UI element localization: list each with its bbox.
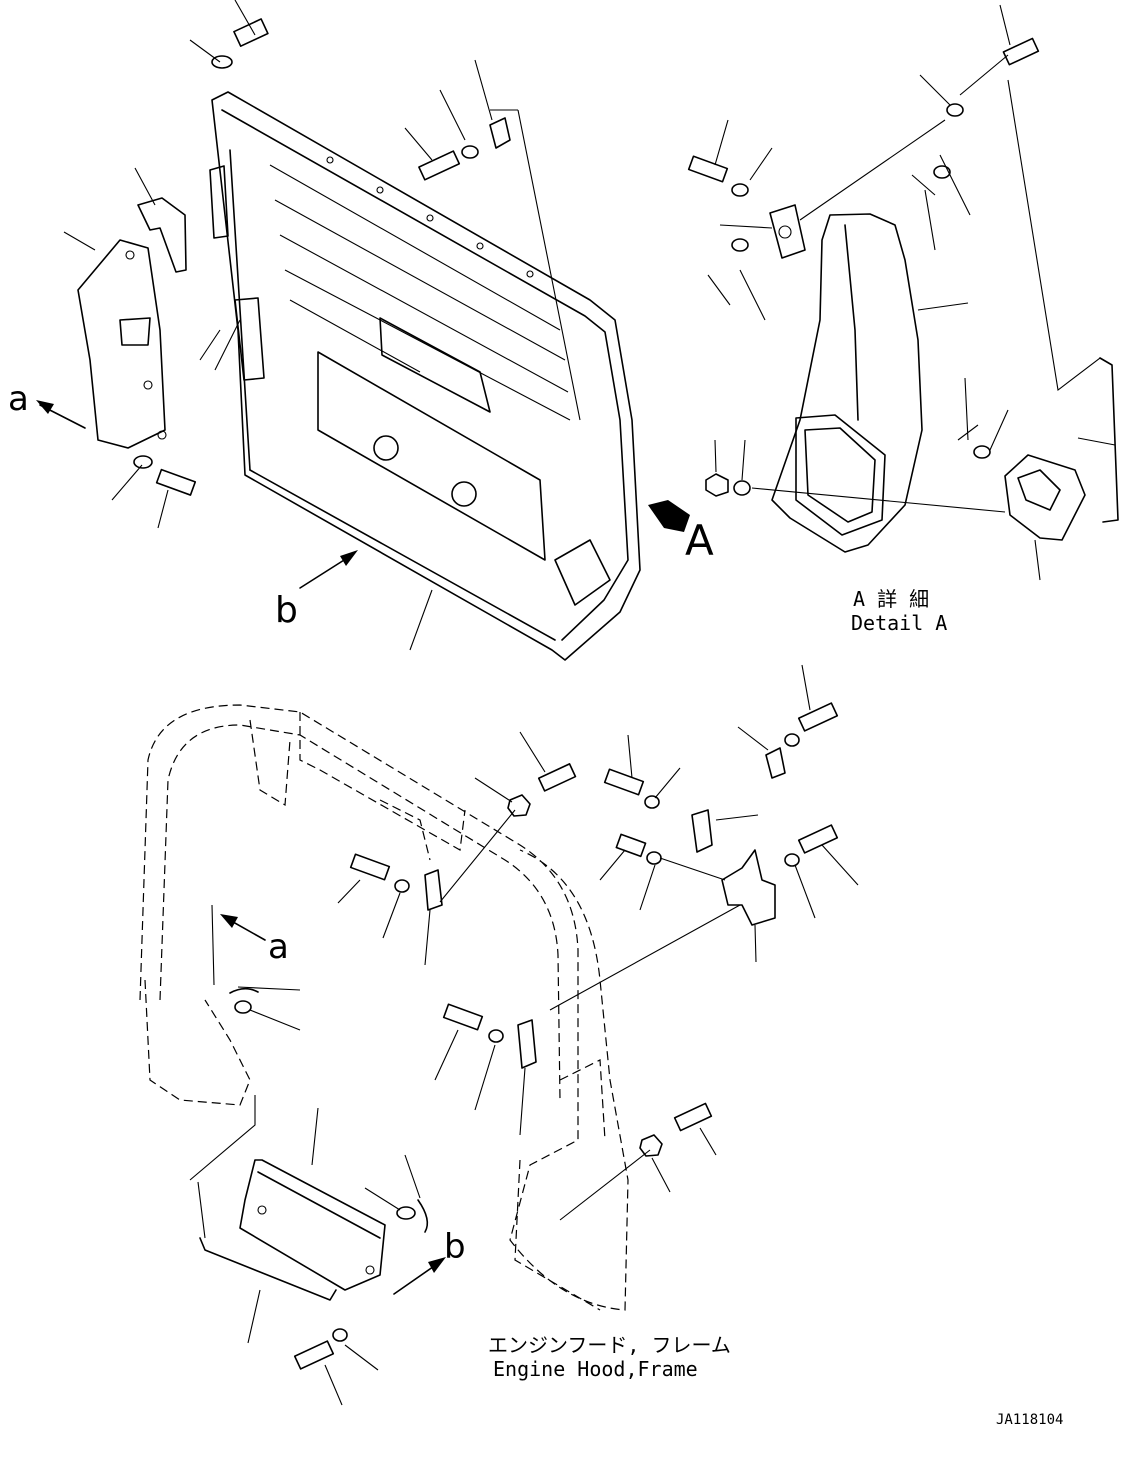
detail-label-english: Detail A — [851, 611, 947, 635]
view-label-b-top: b — [275, 590, 298, 631]
frame-fasteners — [229, 702, 839, 1157]
view-label-A: A — [685, 516, 714, 565]
arrow-a-frame — [220, 914, 266, 941]
caption-japanese: エンジンフード, フレーム — [488, 1333, 731, 1357]
detail-a-fasteners — [687, 37, 1040, 497]
arrow-b-top — [299, 550, 358, 589]
lower-cover — [199, 1159, 429, 1370]
arrow-A-view — [648, 500, 690, 532]
detail-label-japanese: A 詳 細 — [853, 587, 929, 611]
view-label-b-frame: b — [444, 1227, 466, 1267]
arrow-b-frame — [393, 1257, 446, 1295]
drawing-code: JA118104 — [996, 1412, 1063, 1428]
arrow-a-top — [36, 400, 86, 429]
engine-hood-panel — [209, 91, 641, 661]
detail-a-assembly — [769, 204, 1119, 553]
view-label-a-top: a — [8, 379, 29, 419]
bolt-top-left — [211, 18, 269, 69]
leader-lines-frame — [189, 664, 859, 1406]
left-side-cover — [77, 239, 167, 449]
hood-bracket — [137, 197, 187, 273]
caption-english: Engine Hood,Frame — [493, 1357, 698, 1381]
view-label-a-frame: a — [268, 927, 289, 967]
leader-lines-hood — [63, 0, 581, 651]
bolt-left-cover — [133, 455, 197, 496]
bolt-hood-top — [418, 117, 511, 181]
leader-lines-detail — [707, 4, 1116, 581]
frame-outline — [139, 704, 629, 1311]
